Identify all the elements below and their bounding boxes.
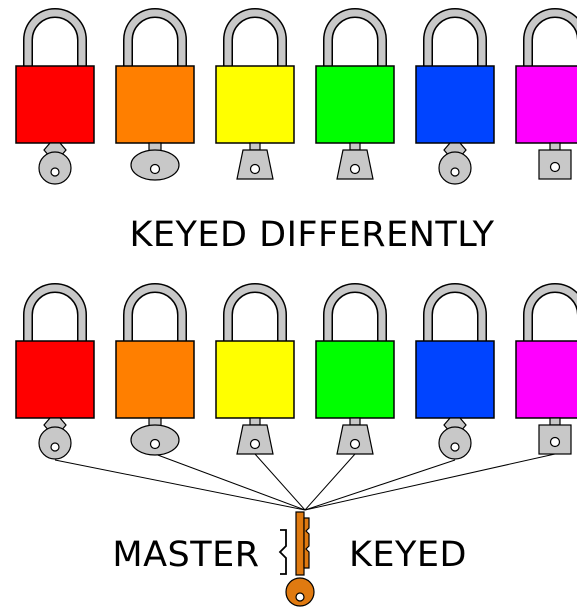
lock-body [115,340,195,419]
bracket-icon [278,529,287,575]
orange-padlock [115,283,195,456]
yellow-padlock [215,8,295,180]
blue-padlock [415,283,495,460]
trapezoid-key-icon [336,142,374,180]
trapezoid-key-icon [236,417,274,455]
oval-key-icon [130,417,180,456]
round-key-icon [438,417,472,460]
master-line [304,453,556,511]
keyed-differently-row [15,8,577,185]
master-keyed-row [15,283,577,460]
round-key-icon [38,417,72,460]
green-padlock [315,283,395,455]
master-label: MASTER [112,535,259,575]
lock-body [415,340,495,419]
lock-body [215,65,295,144]
master-line [254,453,306,511]
green-padlock [315,8,395,180]
magenta-padlock [515,8,577,180]
master-line [154,453,306,511]
keyed-differently-label: KEYED DIFFERENTLY [129,215,494,255]
square-key-icon [538,417,572,455]
master-line [304,453,356,511]
round-key-icon [38,142,72,185]
blue-padlock [415,8,495,185]
lock-body [315,340,395,419]
lock-body [115,65,195,144]
master-line [54,459,306,511]
yellow-padlock [215,283,295,455]
lock-body [315,65,395,144]
keyed-label: KEYED [349,535,467,575]
lock-body [15,65,95,144]
orange-padlock [115,8,195,181]
lock-body [515,65,577,144]
lock-body [415,65,495,144]
red-padlock [15,283,95,460]
lock-body [15,340,95,419]
master-key-lines [54,453,556,511]
square-key-icon [538,142,572,180]
master-key-icon [285,511,315,607]
oval-key-icon [130,142,180,181]
trapezoid-key-icon [336,417,374,455]
red-padlock [15,8,95,185]
magenta-padlock [515,283,577,455]
lock-body [215,340,295,419]
lock-body [515,340,577,419]
trapezoid-key-icon [236,142,274,180]
master-line [304,459,456,511]
round-key-icon [438,142,472,185]
